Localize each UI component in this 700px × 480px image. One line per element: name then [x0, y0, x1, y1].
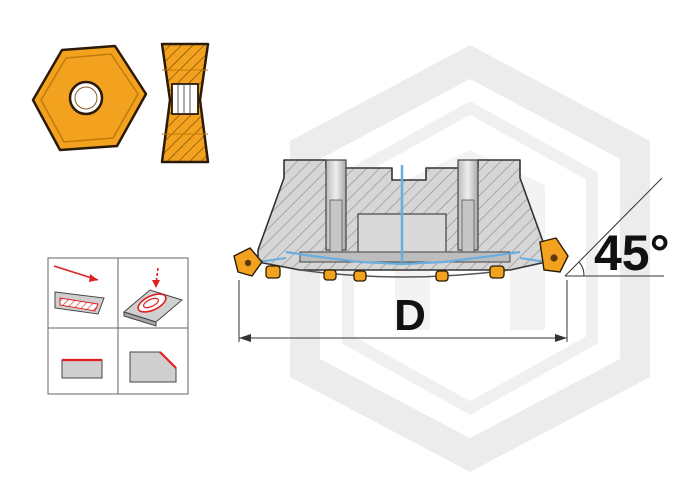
lead-angle-dimension: 45°: [564, 177, 670, 281]
ramping-operation-icon: [53, 265, 105, 315]
cutting-inserts: [233, 237, 569, 282]
pocketing-operation-icon: [122, 267, 184, 327]
diameter-label: D: [394, 291, 426, 340]
insert-side-section: [160, 42, 210, 164]
chamfering-operation-icon: [129, 351, 177, 383]
machining-operations-grid: [47, 257, 189, 395]
face-mill-cutter-body: [257, 159, 547, 278]
face-milling-operation-icon: [61, 358, 103, 379]
diameter-dimension: D: [238, 280, 568, 342]
angle-label: 45°: [594, 225, 670, 281]
insert-front-view: [31, 44, 148, 152]
